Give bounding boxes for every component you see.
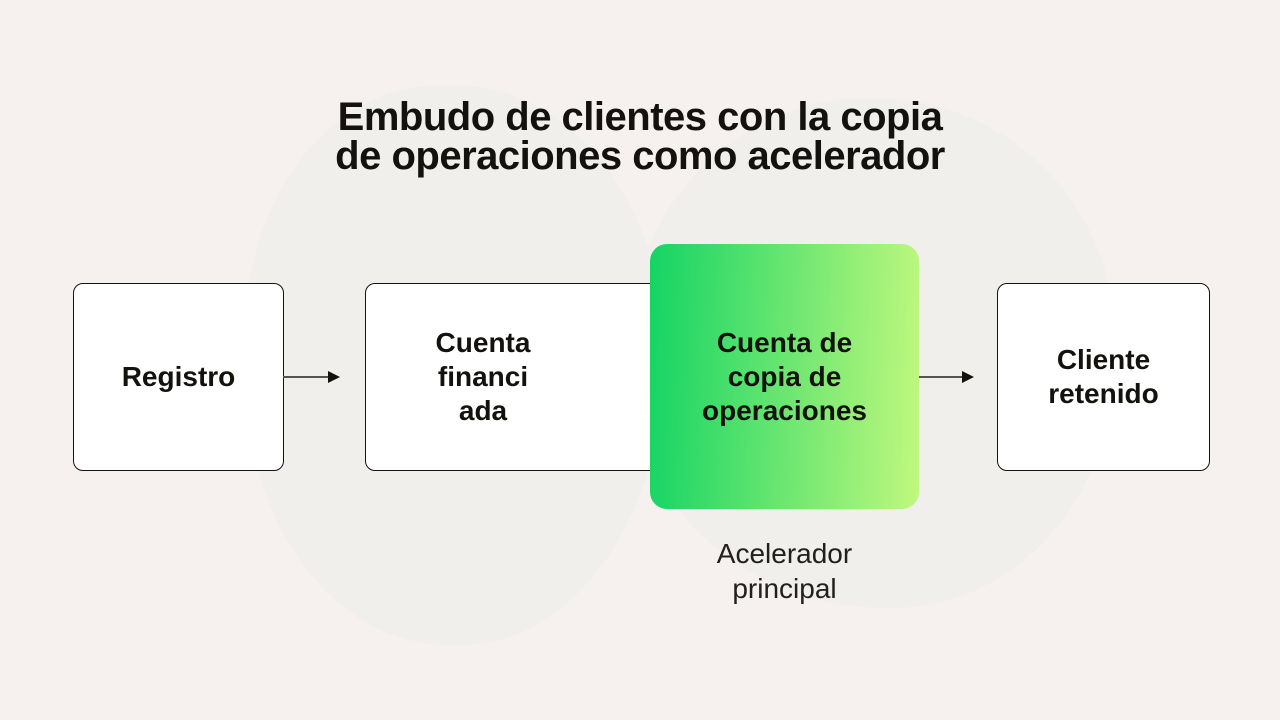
funnel-step-label: Cliente retenido: [1048, 344, 1159, 409]
funnel-step-label: Registro: [121, 361, 236, 392]
arrow-line: [919, 376, 962, 378]
arrowhead-icon: [328, 370, 340, 383]
funnel-step-cuenta-financiada: Cuenta financi ada: [365, 283, 674, 471]
funnel-step-cuenta-copia-operaciones: Cuenta de copia de operaciones: [650, 244, 919, 509]
funnel-step-registro: Registro: [73, 283, 284, 471]
funnel-step-label: Cuenta de copia de operaciones: [702, 326, 867, 426]
funnel-step-cliente-retenido: Cliente retenido: [997, 283, 1210, 471]
funnel-step-label: Cuenta financi ada: [435, 327, 531, 426]
accelerator-caption: Acelerador principal: [716, 538, 853, 604]
arrow-line: [283, 376, 328, 378]
arrowhead-icon: [962, 370, 974, 383]
slide-title: Embudo de clientes con la copia de opera…: [335, 95, 945, 178]
